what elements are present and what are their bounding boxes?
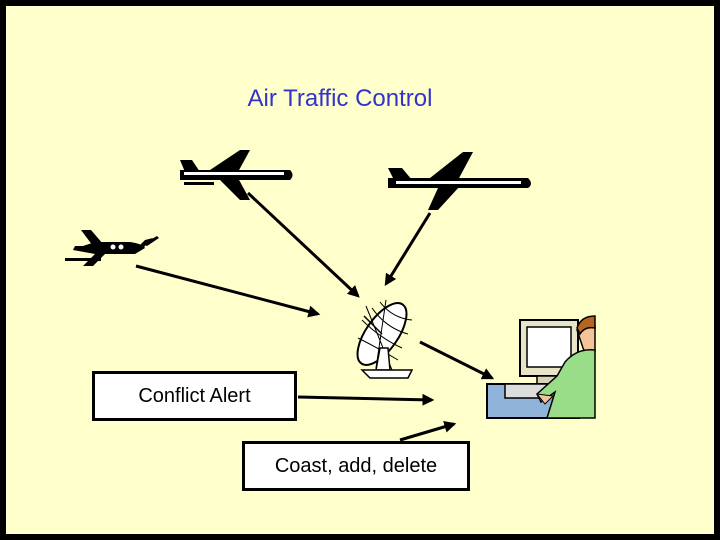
coast-add-delete-label: Coast, add, delete bbox=[274, 454, 438, 477]
air-traffic-controller-icon bbox=[486, 315, 596, 419]
diagram-title: Air Traffic Control bbox=[247, 85, 433, 112]
coast-add-delete-box: Coast, add, delete bbox=[242, 441, 470, 491]
arrow-jet2-to-radar bbox=[384, 212, 432, 287]
arrow-radar-to-controller bbox=[419, 340, 495, 380]
conflict-alert-box: Conflict Alert bbox=[92, 371, 297, 421]
arrow-left-plane-to-radar bbox=[135, 264, 321, 318]
conflict-alert-label: Conflict Alert bbox=[138, 384, 251, 407]
jet-airplane-icon bbox=[180, 150, 293, 200]
jet-airplane-icon bbox=[388, 152, 531, 210]
radar-dish-icon bbox=[356, 299, 414, 379]
arrow-conflict-to-controller bbox=[297, 393, 435, 406]
arrow-jet1-to-radar bbox=[246, 191, 360, 298]
propeller-airplane-icon bbox=[65, 230, 159, 266]
arrow-coast-to-controller bbox=[399, 420, 457, 442]
